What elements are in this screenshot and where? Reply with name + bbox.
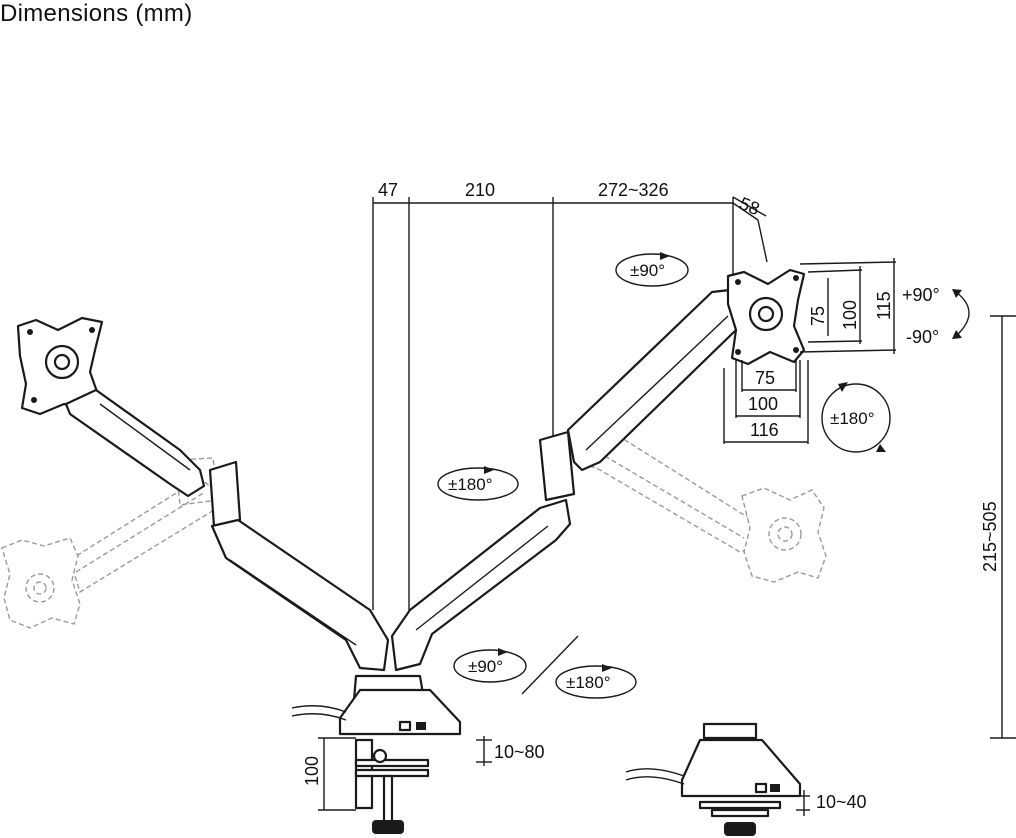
top-dimension-lines	[372, 196, 768, 610]
dim-clamp-height: 100	[302, 756, 322, 786]
rotation-base-a	[453, 648, 527, 683]
ghost-right-arm	[579, 431, 827, 583]
vesa-dimension-lines	[723, 258, 897, 444]
left-arm	[64, 388, 390, 672]
rotation-arm-top-label: ±90°	[630, 261, 665, 280]
rotation-base-b-label: ±180°	[566, 673, 611, 692]
page-title: Dimensions (mm)	[0, 0, 193, 27]
rotation-head-label: ±180°	[830, 409, 875, 428]
left-vesa-plate	[16, 316, 104, 416]
rotation-divider	[521, 635, 579, 695]
dim-clamp-range: 10~80	[494, 742, 545, 762]
grommet-dimensions	[796, 790, 810, 816]
rotation-arc-icon	[453, 649, 527, 683]
rotation-arc-icon	[821, 383, 891, 453]
dim-vesa-116-h: 116	[750, 420, 779, 440]
dim-height-range: 215~505	[980, 501, 1000, 572]
dim-vesa-100-v: 100	[840, 300, 860, 330]
rotation-arc-icon	[555, 665, 637, 699]
rotation-base-a-label: ±90°	[468, 657, 503, 676]
tilt-up-label: +90°	[902, 285, 940, 305]
rotation-arc-icon	[437, 467, 519, 501]
dim-272-326: 272~326	[598, 180, 669, 200]
right-vesa-plate	[726, 268, 806, 366]
dim-58: 58	[737, 193, 763, 219]
tilt-down-label: -90°	[906, 327, 939, 347]
dim-47: 47	[378, 180, 398, 200]
rotation-arc-icon	[615, 253, 689, 287]
right-arm	[390, 288, 744, 672]
ghost-left-arm	[1, 457, 219, 629]
base-clamp	[291, 674, 462, 834]
rotation-mid	[437, 466, 519, 501]
height-range-line	[990, 315, 1016, 739]
rotation-arm-top	[615, 252, 689, 287]
tilt-arc-icon	[955, 291, 970, 337]
dim-vesa-75-h: 75	[755, 368, 775, 388]
dim-vesa-115-v: 115	[874, 291, 894, 320]
dim-vesa-75-v: 75	[808, 306, 828, 326]
dim-grommet-range: 10~40	[816, 792, 867, 812]
rotation-base-b	[555, 664, 637, 699]
dim-210: 210	[465, 180, 495, 200]
dim-vesa-100-h: 100	[748, 394, 778, 414]
grommet-base	[625, 722, 802, 836]
rotation-mid-label: ±180°	[448, 475, 493, 494]
clamp-dimensions	[318, 736, 492, 811]
rotation-head	[821, 382, 891, 453]
